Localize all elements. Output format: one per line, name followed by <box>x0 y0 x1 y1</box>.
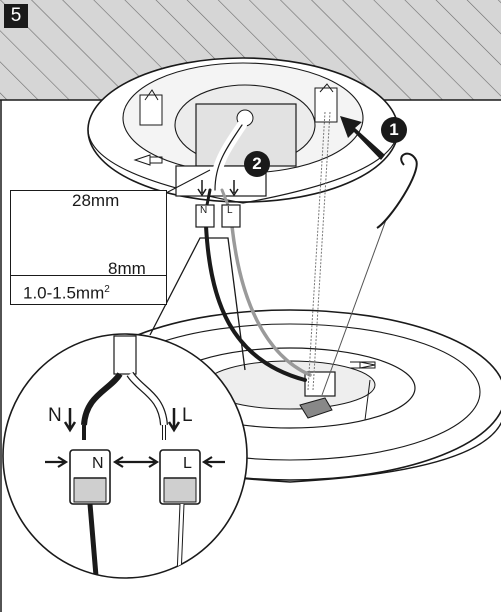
wire-label-live: L <box>182 405 193 426</box>
spec-leader <box>165 169 211 194</box>
terminal-l <box>159 449 201 505</box>
loupe-leader <box>149 237 246 371</box>
wire-spec-box: 1.0-1.5mm2 <box>10 190 167 305</box>
plate-terminal-n: N <box>200 205 208 216</box>
terminal-label-live: L <box>183 455 192 472</box>
loupe <box>2 333 248 579</box>
cross-section-row: 1.0-1.5mm2 <box>11 275 166 304</box>
step-number-badge: 5 <box>4 4 28 28</box>
loupe-contents <box>45 335 225 578</box>
cross-section-value: 1.0-1.5mm <box>23 283 105 303</box>
terminal-label-neutral: N <box>92 455 104 472</box>
callout-1: 1 <box>381 117 407 143</box>
strip-length-label: 28mm <box>72 191 120 210</box>
insert-arrow <box>340 116 385 160</box>
callout-2: 2 <box>244 151 270 177</box>
main-wires <box>203 120 312 382</box>
safety-cord <box>307 111 418 396</box>
cross-section-exponent: 2 <box>104 284 110 295</box>
plate-terminal-l: L <box>227 205 233 216</box>
terminal-block <box>195 180 241 228</box>
terminal-n <box>69 449 111 505</box>
core-strip-label: 8mm <box>108 259 146 278</box>
wire-label-neutral: N <box>48 405 62 426</box>
